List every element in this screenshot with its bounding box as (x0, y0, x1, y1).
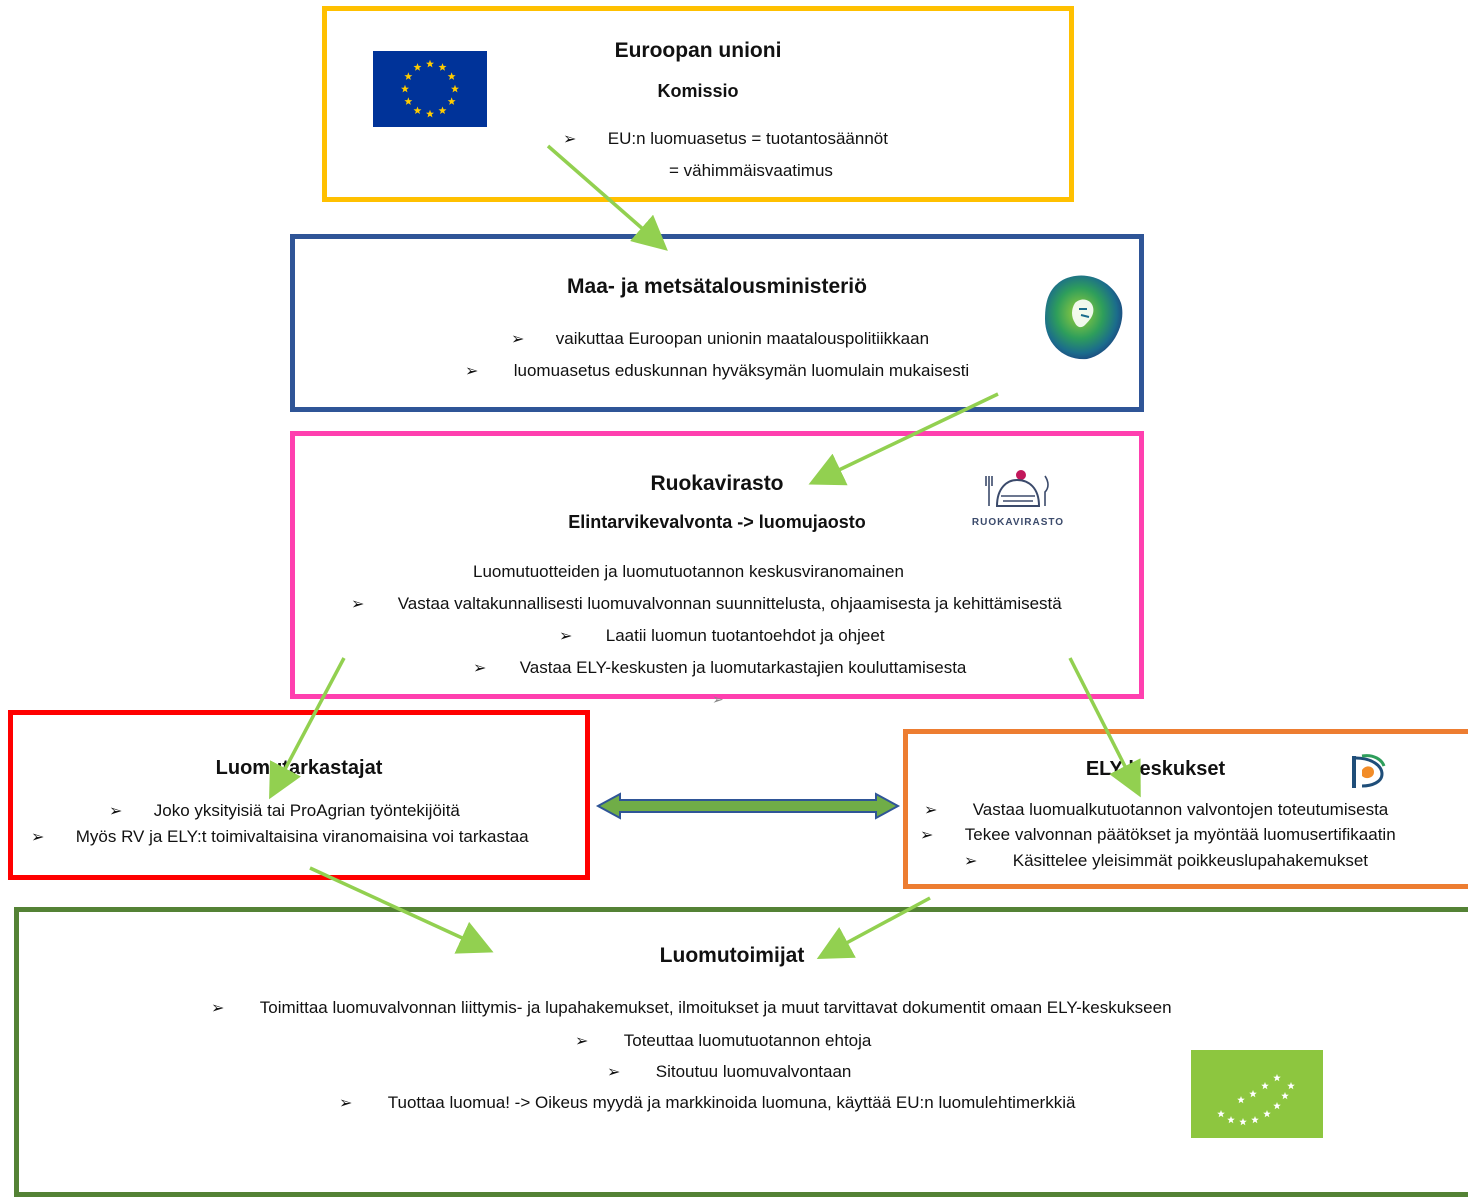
eu-star (426, 109, 434, 118)
eu-subtitle: Komissio (657, 81, 739, 101)
ely-logo-icon (1348, 752, 1388, 797)
leaf-star (1239, 1118, 1247, 1126)
leaf-star (1281, 1092, 1289, 1100)
eu-star (413, 106, 422, 115)
bullet-arrow-icon: ➢ (351, 596, 365, 613)
ruokavirasto-logo-icon: RUOKAVIRASTO (963, 466, 1073, 528)
toimijat-item-3-text: Sitoutuu luomuvalvontaan (655, 1062, 852, 1081)
eu-box: Euroopan unioni Komissio ➢ EU:n luomuase… (322, 6, 1074, 202)
ely-item-3-text: Käsittelee yleisimmät poikkeuslupahakemu… (1012, 851, 1369, 870)
toimijat-item-1: ➢ Toimittaa luomuvalvonnan liittymis- ja… (211, 998, 1172, 1018)
ely-item-3: ➢ Käsittelee yleisimmät poikkeuslupahake… (964, 851, 1368, 871)
ely-box: ELY-keskukset ➢ Vastaa luomualkutuotanno… (903, 729, 1468, 889)
mmm-lion-logo-icon (1041, 269, 1125, 366)
eu-star (438, 63, 447, 71)
leaf-star (1227, 1116, 1235, 1124)
ruokavirasto-box: Ruokavirasto Elintarvikevalvonta -> luom… (290, 431, 1144, 699)
rv-item-1-text: Vastaa valtakunnallisesti luomuvalvonnan… (397, 594, 1062, 613)
bullet-arrow-icon: ➢ (924, 802, 938, 819)
eu-organic-leaf-icon (1191, 1050, 1323, 1143)
eu-flag-icon (373, 51, 487, 132)
eu-star (404, 97, 413, 105)
mmm-item-1-text: vaikuttaa Euroopan unionin maatalouspoli… (555, 329, 930, 348)
toimijat-title: Luomutoimijat (659, 944, 805, 967)
mmm-item-2-text: luomuasetus eduskunnan hyväksymän luomul… (513, 361, 970, 380)
leaf-star (1287, 1082, 1295, 1090)
toimijat-item-2-text: Toteuttaa luomutuotannon ehtoja (623, 1031, 872, 1050)
leaf-star (1273, 1074, 1281, 1082)
bullet-arrow-icon: ➢ (339, 1095, 353, 1112)
tarkastajat-item-2: ➢ Myös RV ja ELY:t toimivaltaisina viran… (31, 827, 529, 847)
rv-item-3-text: Vastaa ELY-keskusten ja luomutarkastajie… (519, 658, 967, 677)
double-arrow-tarkastajat-ely (595, 792, 901, 820)
tarkastajat-box: Luomutarkastajat ➢ Joko yksityisiä tai P… (8, 710, 590, 880)
ely-item-1: ➢ Vastaa luomualkutuotannon valvontojen … (924, 800, 1388, 820)
bullet-arrow-icon: ➢ (964, 853, 978, 870)
eu-line-1: ➢ EU:n luomuasetus = tuotantosäännöt (563, 129, 888, 149)
eu-star (438, 106, 447, 115)
bullet-arrow-icon: ➢ (607, 1064, 621, 1081)
bullet-arrow-icon: ➢ (31, 829, 45, 846)
bullet-arrow-icon: ➢ (465, 363, 479, 380)
eu-star (413, 63, 422, 71)
ely-item-2-text: Tekee valvonnan päätökset ja myöntää luo… (964, 825, 1396, 844)
tarkastajat-item-1-text: Joko yksityisiä tai ProAgrian työntekijö… (153, 801, 460, 820)
rv-title: Ruokavirasto (650, 472, 784, 495)
ely-item-1-text: Vastaa luomualkutuotannon valvontojen to… (972, 800, 1389, 819)
leaf-star (1263, 1110, 1271, 1118)
rv-item-2: ➢ Laatii luomun tuotantoehdot ja ohjeet (559, 626, 885, 646)
leaf-star (1251, 1116, 1259, 1124)
eu-star (447, 97, 456, 105)
ruokavirasto-logo-text: RUOKAVIRASTO (971, 517, 1065, 528)
eu-star (447, 72, 456, 80)
bullet-arrow-icon: ➢ (920, 827, 934, 844)
tarkastajat-item-2-text: Myös RV ja ELY:t toimivaltaisina viranom… (75, 827, 529, 846)
mmm-box: Maa- ja metsätalousministeriö ➢ vaikutta… (290, 234, 1144, 412)
bullet-arrow-icon: ➢ (563, 131, 577, 148)
mmm-item-1: ➢ vaikuttaa Euroopan unionin maatalouspo… (511, 329, 929, 349)
rv-intro: Luomutuotteiden ja luomutuotannon keskus… (473, 562, 904, 581)
eu-star (451, 84, 459, 93)
rv-item-2-text: Laatii luomun tuotantoehdot ja ohjeet (605, 626, 885, 645)
bullet-arrow-icon: ➢ (511, 331, 525, 348)
bullet-arrow-icon: ➢ (473, 660, 487, 677)
tarkastajat-title: Luomutarkastajat (215, 757, 383, 779)
bullet-arrow-icon: ➢ (575, 1033, 589, 1050)
eu-line-2: = vähimmäisvaatimus (669, 161, 833, 180)
eu-star (401, 84, 409, 93)
toimijat-item-4: ➢ Tuottaa luomua! -> Oikeus myydä ja mar… (339, 1093, 1075, 1113)
bullet-arrow-icon: ➢ (211, 1000, 225, 1017)
eu-star (404, 72, 413, 80)
leaf-star (1217, 1110, 1225, 1118)
ely-title: ELY-keskukset (1085, 758, 1226, 780)
ely-item-2: ➢ Tekee valvonnan päätökset ja myöntää l… (920, 825, 1396, 845)
leaf-star (1261, 1082, 1269, 1090)
toimijat-item-4-text: Tuottaa luomua! -> Oikeus myydä ja markk… (387, 1093, 1076, 1112)
bullet-arrow-icon: ➢ (559, 628, 573, 645)
eu-title: Euroopan unioni (614, 39, 782, 62)
eu-line-1-text: EU:n luomuasetus = tuotantosäännöt (607, 129, 888, 148)
mmm-item-2: ➢ luomuasetus eduskunnan hyväksymän luom… (465, 361, 969, 381)
toimijat-item-1-text: Toimittaa luomuvalvonnan liittymis- ja l… (259, 998, 1172, 1017)
leaf-star (1273, 1102, 1281, 1110)
eu-star (426, 59, 434, 68)
toimijat-item-3: ➢ Sitoutuu luomuvalvontaan (607, 1062, 851, 1082)
bullet-arrow-icon: ➢ (109, 803, 123, 820)
rv-subtitle: Elintarvikevalvonta -> luomujaosto (568, 512, 866, 532)
toimijat-item-2: ➢ Toteuttaa luomutuotannon ehtoja (575, 1031, 871, 1051)
toimijat-box: Luomutoimijat ➢ Toimittaa luomuvalvonnan… (14, 907, 1468, 1197)
leaf-star (1249, 1090, 1257, 1098)
rv-item-1: ➢ Vastaa valtakunnallisesti luomuvalvonn… (351, 594, 1062, 614)
mmm-title: Maa- ja metsätalousministeriö (567, 275, 867, 298)
tarkastajat-item-1: ➢ Joko yksityisiä tai ProAgrian työnteki… (109, 801, 460, 821)
leaf-star (1237, 1096, 1245, 1104)
rv-item-3: ➢ Vastaa ELY-keskusten ja luomutarkastaj… (473, 658, 966, 678)
